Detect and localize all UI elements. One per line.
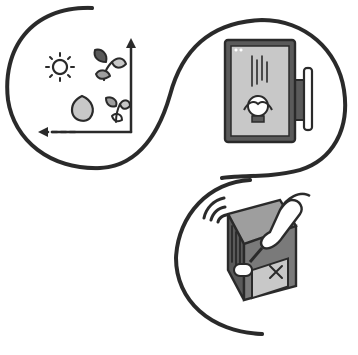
package-box-icon <box>226 198 298 302</box>
sprout-large-icon <box>93 48 127 82</box>
water-drop-icon <box>70 94 94 122</box>
screen-text-lines <box>251 55 268 87</box>
plant-growth-chart-icon <box>38 38 136 137</box>
screen-object-icon <box>243 95 273 123</box>
hand-tap-icon <box>248 192 311 263</box>
sprout-small-icon <box>105 96 131 123</box>
wifi-signal-icon <box>202 196 228 224</box>
flow-connector-line <box>5 5 348 336</box>
smart-package-delivery-icon <box>202 192 311 302</box>
sun-icon <box>45 52 75 82</box>
monitor-sensor-device-icon <box>223 38 314 144</box>
